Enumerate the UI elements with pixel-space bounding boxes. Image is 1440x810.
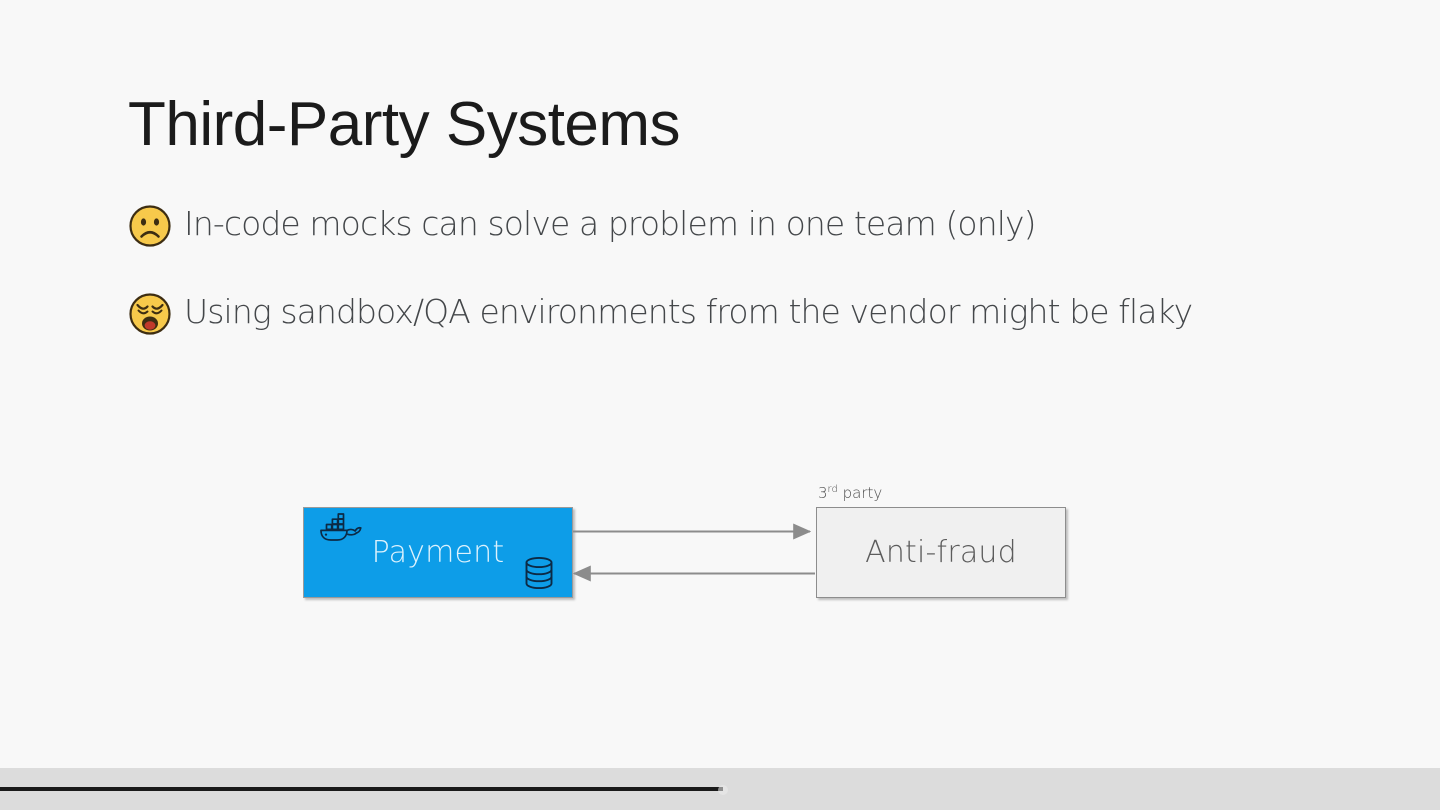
docker-whale-icon bbox=[316, 513, 362, 549]
progress-bar-track[interactable] bbox=[0, 785, 1440, 795]
antifraud-service-box[interactable]: Anti-fraud bbox=[816, 507, 1066, 598]
progress-bar-knob[interactable] bbox=[718, 785, 728, 795]
bullet-list: In-code mocks can solve a problem in one… bbox=[128, 202, 1328, 378]
database-cylinder-icon bbox=[524, 556, 554, 590]
list-item: In-code mocks can solve a problem in one… bbox=[128, 202, 1328, 248]
progress-bar-fill bbox=[0, 787, 723, 791]
third-party-caption: 3rd party bbox=[818, 484, 882, 502]
frowning-face-emoji bbox=[128, 204, 172, 248]
payment-service-label: Payment bbox=[371, 534, 505, 570]
third-party-caption-ordinal: rd bbox=[827, 484, 838, 495]
page-title: Third-Party Systems bbox=[128, 90, 681, 159]
list-item-label: Using sandbox/QA environments from the v… bbox=[184, 292, 1193, 331]
antifraud-service-label: Anti-fraud bbox=[865, 534, 1017, 570]
payment-service-box[interactable]: Payment bbox=[303, 507, 573, 598]
list-item: Using sandbox/QA environments from the v… bbox=[128, 290, 1328, 336]
third-party-caption-word: party bbox=[837, 484, 883, 502]
third-party-caption-number: 3 bbox=[818, 484, 828, 502]
diagram-arrows bbox=[572, 523, 815, 582]
list-item-label: In-code mocks can solve a problem in one… bbox=[184, 204, 1037, 243]
weary-face-emoji bbox=[128, 292, 172, 336]
